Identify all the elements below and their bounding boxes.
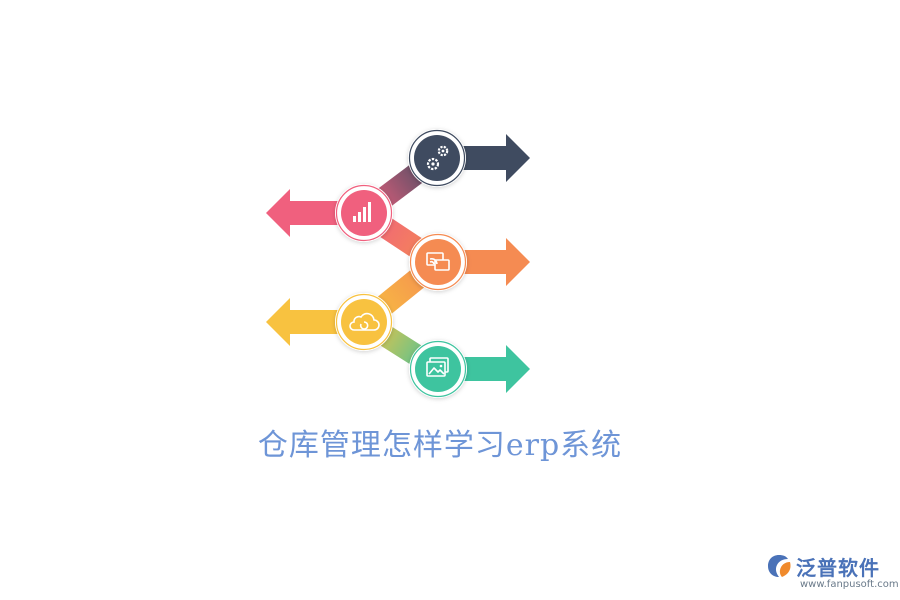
step-3-node (409, 233, 467, 291)
gears-icon (426, 145, 449, 171)
brand-logo-block: 泛普软件 www.fanpusoft.com (766, 552, 899, 592)
step-4-node (335, 293, 393, 351)
brand-url: www.fanpusoft.com (800, 579, 899, 590)
diagram-caption: 仓库管理怎样学习erp系统 (257, 428, 623, 463)
brand-name: 泛普软件 (796, 556, 880, 580)
step-5-node (409, 340, 467, 398)
picture-gallery-icon (426, 357, 449, 377)
cloud-icon (349, 312, 380, 331)
screen-cast-icon (426, 252, 450, 271)
fanpu-logo-icon (768, 555, 791, 577)
step-2-node (335, 184, 393, 242)
bar-chart-icon (353, 202, 371, 222)
step-1-node (408, 129, 466, 187)
